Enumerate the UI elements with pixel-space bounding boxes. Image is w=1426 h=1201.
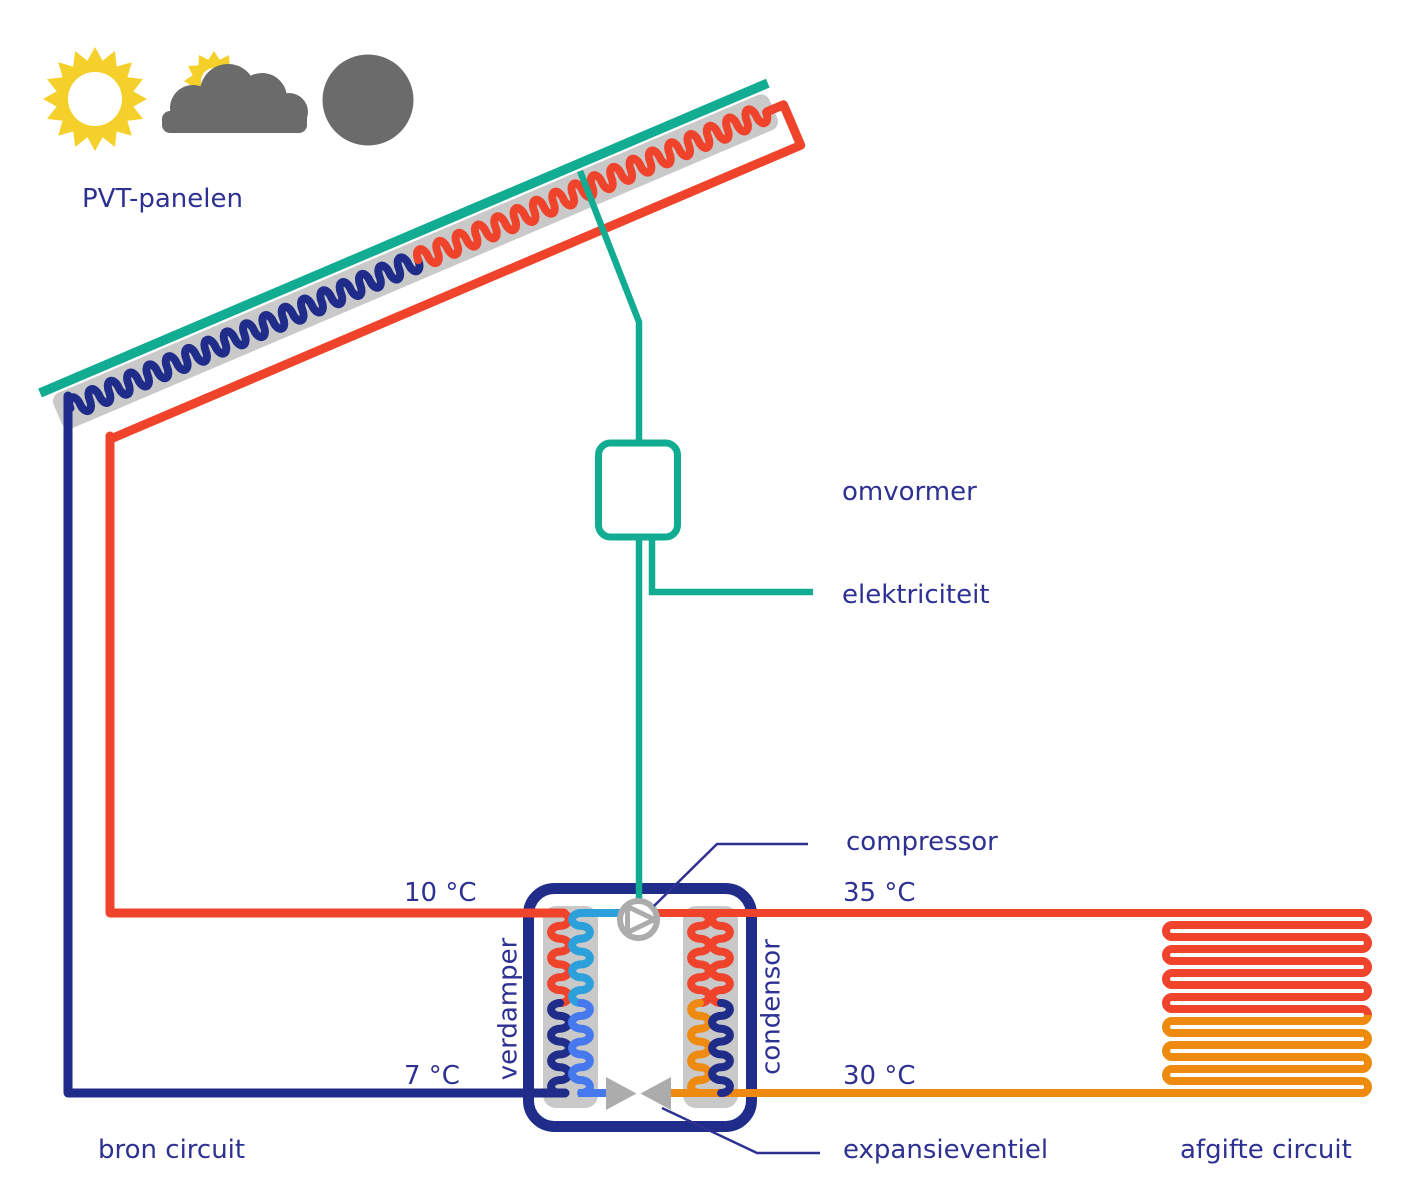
pv-to-inverter-wire xyxy=(576,169,643,447)
inverter-box xyxy=(595,439,681,541)
delivery-circuit-label: afgifte circuit xyxy=(1180,1135,1352,1165)
inverter-label: omvormer xyxy=(842,477,977,507)
pv-layer-line xyxy=(38,78,770,398)
temp-source-return: 7 °C xyxy=(404,1061,460,1091)
pvt-panelen-label: PVT-panelen xyxy=(82,184,243,214)
condenser-label: condensor xyxy=(756,939,787,1075)
condenser-delivery-coil-top xyxy=(708,909,734,1007)
compressor-leader-line xyxy=(653,842,808,907)
sun-icon xyxy=(43,47,147,151)
evaporator-label: verdamper xyxy=(493,937,524,1081)
pvt-panel-assembly xyxy=(38,78,806,444)
source-return-pipe xyxy=(63,391,570,1098)
expansion-valve-leader-line xyxy=(661,1106,820,1155)
temp-source-supply: 10 °C xyxy=(404,878,477,908)
compressor-label: compressor xyxy=(846,827,998,857)
panel-return-bend xyxy=(107,100,806,444)
sun-center xyxy=(68,72,122,126)
evaporator-refrigerant-coil-top xyxy=(568,909,594,1007)
temp-delivery-return: 30 °C xyxy=(843,1061,916,1091)
compressor-icon xyxy=(617,898,660,941)
delivery-return-serpentine xyxy=(666,1014,1372,1097)
source-supply-pipe xyxy=(105,431,569,918)
expansion-valve-label: expansieventiel xyxy=(843,1135,1049,1165)
leader-lines xyxy=(653,842,820,1155)
night-moon-icon xyxy=(322,54,414,146)
exchanger-coils xyxy=(547,909,734,1097)
cloud-shape xyxy=(162,64,308,133)
sun-behind-cloud-icon xyxy=(162,51,308,133)
expansion-valve-icon xyxy=(606,1077,671,1110)
panel-coil-cold xyxy=(65,253,424,416)
condenser-delivery-coil-bottom xyxy=(708,999,734,1097)
electricity-branch-wire xyxy=(648,534,813,596)
evaporator-refrigerant-coil-bottom xyxy=(568,999,594,1097)
source-circuit-label: bron circuit xyxy=(98,1135,246,1165)
temp-delivery-supply: 35 °C xyxy=(843,878,916,908)
electric-wiring xyxy=(576,169,813,906)
electricity-label: elektriciteit xyxy=(842,580,990,610)
panel-coil-warm xyxy=(413,105,772,267)
pipework xyxy=(63,391,1372,1098)
evaporator-source-coil-warm xyxy=(547,909,573,1007)
condenser-refrigerant-coil-top xyxy=(687,909,713,1007)
delivery-supply-serpentine xyxy=(655,909,1372,1016)
